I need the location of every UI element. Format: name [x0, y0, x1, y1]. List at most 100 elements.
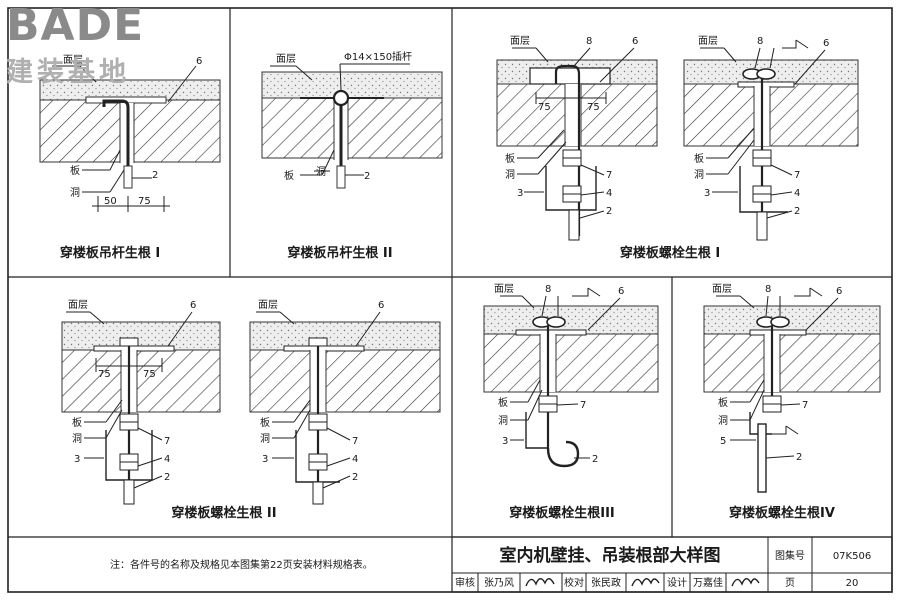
- review-label: 审核: [455, 576, 475, 589]
- part-7: 7: [352, 436, 358, 447]
- part-4: 4: [352, 454, 358, 465]
- part-2: 2: [352, 472, 358, 483]
- dim-75-left: 75: [98, 369, 111, 380]
- label-hole: 洞: [260, 433, 270, 445]
- part-2: 2: [796, 452, 802, 463]
- page-number: 20: [846, 578, 859, 589]
- label-surface: 面层: [258, 299, 278, 311]
- label-surface: 面层: [68, 299, 88, 311]
- part-6: 6: [836, 286, 842, 297]
- part-8: 8: [545, 284, 551, 295]
- page-label: 页: [785, 577, 795, 589]
- footnote: 注：各件号的名称及规格见本图集第22页安装材料规格表。: [110, 558, 373, 571]
- caption-p5: 穿楼板螺栓生根III: [509, 505, 615, 521]
- panel-hanger-rod-1: 面层 6 板 洞 2 50 75 穿楼板吊杆生根 I: [39, 54, 221, 261]
- label-slab: 板: [284, 169, 294, 182]
- part-6: 6: [618, 286, 624, 297]
- panel-hanger-rod-2: 面层 Φ14×150插杆 板 洞 2 穿楼板吊杆生根 II: [261, 50, 443, 261]
- checker-signature: [631, 578, 660, 587]
- label-surface: 面层: [494, 283, 514, 295]
- label-slab: 板: [718, 396, 728, 409]
- reviewer-name: 张乃风: [484, 577, 514, 589]
- label-pin: Φ14×150插杆: [344, 50, 412, 63]
- dim-75-left: 75: [538, 102, 551, 113]
- panel-bolt-2: 面层 6 75 75 板 洞 3 7 4 2 面层: [61, 299, 441, 521]
- designer-name: 万嘉佳: [693, 576, 723, 589]
- part-3: 3: [74, 454, 80, 465]
- panel-bolt-1b: 面层 8 6 板 洞 3 7 4 2: [683, 35, 859, 241]
- label-hole: 洞: [498, 415, 508, 427]
- watermark-subtitle: 建装基地: [6, 57, 130, 88]
- dim-75-right: 75: [587, 102, 600, 113]
- check-label: 校对: [564, 576, 584, 589]
- caption-p2: 穿楼板吊杆生根 II: [287, 245, 392, 261]
- part-7: 7: [606, 170, 612, 181]
- part-2: 2: [152, 170, 158, 181]
- caption-p6: 穿楼板螺栓生根IV: [729, 505, 835, 521]
- caption-p3: 穿楼板螺栓生根 I: [620, 245, 720, 261]
- part-6: 6: [196, 56, 202, 67]
- label-slab: 板: [260, 416, 270, 429]
- label-hole: 洞: [505, 169, 515, 181]
- part-3: 3: [502, 436, 508, 447]
- dim-75-right: 75: [143, 369, 156, 380]
- part-3: 3: [517, 188, 523, 199]
- label-hole: 洞: [316, 166, 326, 178]
- part-7: 7: [164, 436, 170, 447]
- label-hole: 洞: [718, 415, 728, 427]
- part-5: 5: [720, 436, 726, 447]
- part-2: 2: [606, 206, 612, 217]
- part-8: 8: [757, 36, 763, 47]
- part-8: 8: [586, 36, 592, 47]
- part-3: 3: [704, 188, 710, 199]
- label-hole: 洞: [694, 169, 704, 181]
- label-slab: 板: [505, 152, 515, 165]
- atlas-number: 07K506: [833, 551, 871, 562]
- label-slab: 板: [498, 396, 508, 409]
- sheet-title: 室内机壁挂、吊装根部大样图: [500, 545, 721, 566]
- caption-p1: 穿楼板吊杆生根 I: [60, 245, 160, 261]
- label-slab: 板: [70, 164, 80, 177]
- part-7: 7: [580, 400, 586, 411]
- watermark-brand: BADE: [6, 0, 145, 51]
- part-4: 4: [606, 188, 612, 199]
- title-block: 室内机壁挂、吊装根部大样图 图集号 07K506 审核 张乃风 校对 张民政 设…: [451, 536, 893, 593]
- panel-bolt-3: 面层 8 6 板 洞 3 7 2 穿楼板螺栓生根III: [483, 283, 659, 521]
- part-8: 8: [765, 284, 771, 295]
- panel-bolt-1: 面层 8 6 75 75 板 洞 3 7 4 2 穿楼板螺栓生根 I: [496, 35, 720, 261]
- dim-75: 75: [138, 196, 151, 207]
- design-label: 设计: [667, 576, 687, 589]
- label-slab: 板: [72, 416, 82, 429]
- label-surface: 面层: [698, 35, 718, 47]
- sheet-frame: [7, 7, 893, 593]
- atlas-label: 图集号: [775, 549, 805, 562]
- dim-50: 50: [104, 196, 117, 207]
- part-6: 6: [378, 300, 384, 311]
- designer-signature: [731, 578, 760, 587]
- label-slab: 板: [694, 152, 704, 165]
- panel-bolt-4: 面层 8 6 板 洞 5 7 2 穿楼板螺栓生根IV: [703, 283, 881, 521]
- checker-name: 张民政: [591, 576, 621, 589]
- part-7: 7: [794, 170, 800, 181]
- label-hole: 洞: [72, 433, 82, 445]
- caption-p4: 穿楼板螺栓生根 II: [171, 505, 276, 521]
- label-surface: 面层: [63, 54, 83, 66]
- part-2: 2: [592, 454, 598, 465]
- part-6: 6: [823, 38, 829, 49]
- part-4: 4: [164, 454, 170, 465]
- reviewer-signature: [525, 578, 555, 587]
- part-4: 4: [794, 188, 800, 199]
- part-7: 7: [802, 400, 808, 411]
- part-3: 3: [262, 454, 268, 465]
- part-6: 6: [190, 300, 196, 311]
- label-surface: 面层: [276, 53, 296, 65]
- label-surface: 面层: [712, 283, 732, 295]
- part-6: 6: [632, 36, 638, 47]
- part-2: 2: [164, 472, 170, 483]
- part-2: 2: [364, 171, 370, 182]
- label-hole: 洞: [70, 187, 80, 199]
- part-2: 2: [794, 206, 800, 217]
- label-surface: 面层: [510, 35, 530, 47]
